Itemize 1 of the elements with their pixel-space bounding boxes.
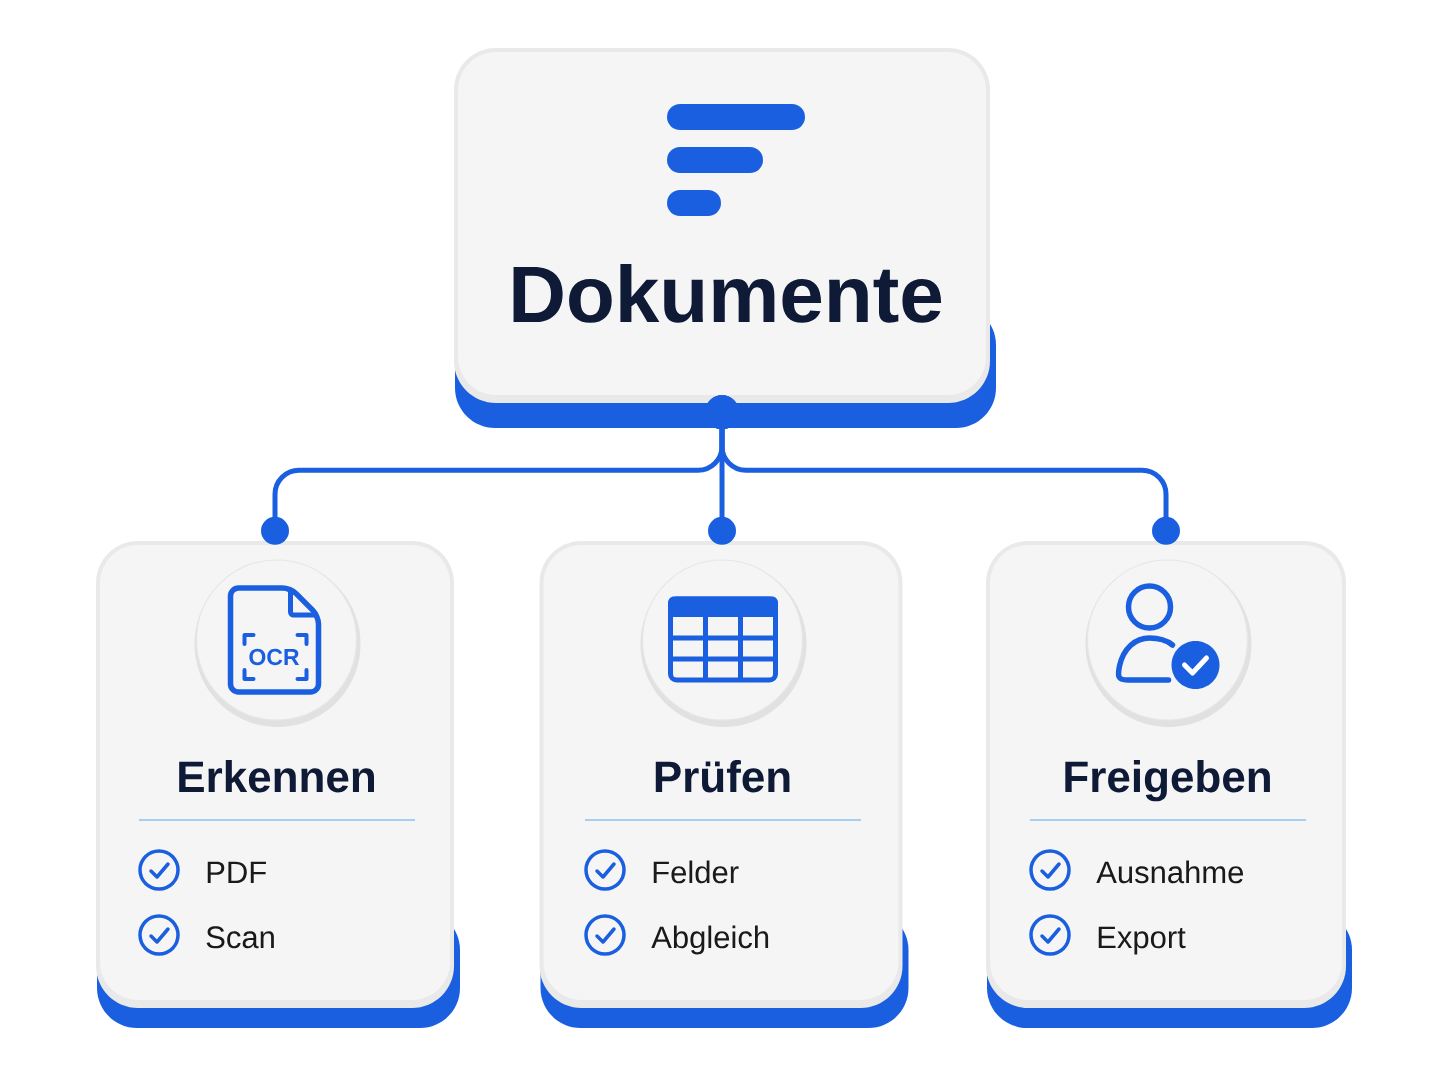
connector xyxy=(705,395,1180,545)
